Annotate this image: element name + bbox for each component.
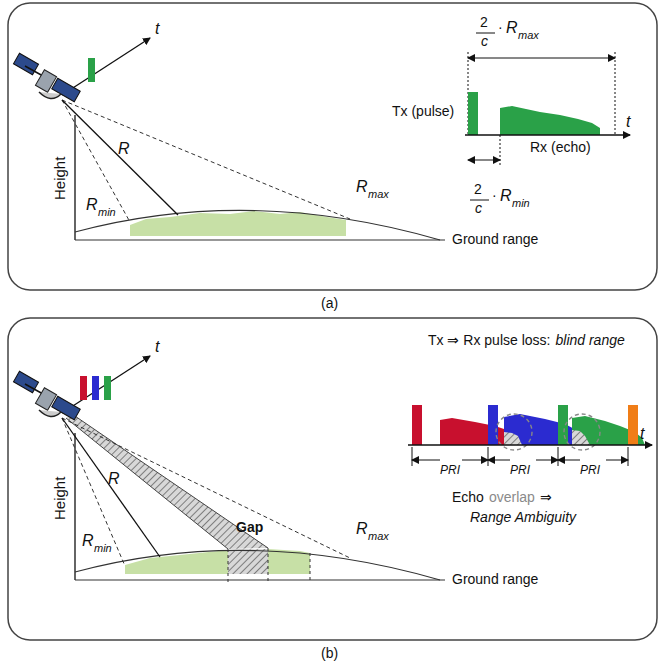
subscript: max [368, 530, 389, 542]
range-label: R [356, 178, 368, 196]
interval-label: PRI [440, 464, 460, 477]
signal-label: Tx (pulse) [392, 104, 454, 119]
range-label: R [108, 470, 120, 488]
title-text: Tx ⇒ Rx pulse loss: [428, 333, 550, 348]
subfigure-caption: (a) [321, 296, 338, 311]
note-text: ⇒ [540, 490, 552, 505]
operator: · [492, 188, 497, 203]
subfigure-caption: (b) [321, 646, 338, 661]
range-label: R [82, 532, 94, 550]
note-text: Echo [452, 490, 484, 505]
range-label: R [86, 196, 98, 214]
note-text: Range Ambiguity [470, 510, 576, 525]
interval-label: PRI [580, 464, 600, 477]
geometry-a [13, 38, 445, 240]
range-label: R [500, 187, 512, 205]
fraction-number: c [475, 201, 482, 216]
signal-label: Rx (echo) [530, 140, 591, 155]
axis-label: Height [52, 157, 69, 200]
range-label: R [356, 520, 368, 538]
range-label: R [118, 140, 130, 158]
interval-label: PRI [510, 464, 530, 477]
axis-label: Ground range [452, 232, 538, 247]
fraction-number: 2 [474, 182, 482, 197]
title-text: blind range [555, 333, 624, 348]
subscript: min [94, 542, 112, 554]
axis-label: Ground range [452, 572, 538, 587]
subscript: max [518, 29, 539, 41]
timing-a [465, 33, 630, 200]
panel-frame [8, 318, 657, 640]
axis-label: t [640, 425, 644, 443]
axis-label: t [155, 20, 159, 38]
fraction-number: 2 [480, 15, 488, 30]
fraction-number: c [481, 34, 488, 49]
operator: · [498, 20, 503, 35]
axis-label: Height [52, 477, 69, 520]
subscript: max [368, 188, 389, 200]
geometry-b [13, 356, 445, 582]
range-label: R [506, 19, 518, 37]
note-text: overlap [489, 490, 535, 505]
timing-b [408, 405, 652, 466]
axis-label: t [626, 113, 630, 131]
subscript: min [98, 206, 116, 218]
subscript: min [512, 197, 530, 209]
axis-label: t [155, 338, 159, 356]
panel-frame [8, 3, 657, 290]
gap-label: Gap [236, 520, 263, 535]
